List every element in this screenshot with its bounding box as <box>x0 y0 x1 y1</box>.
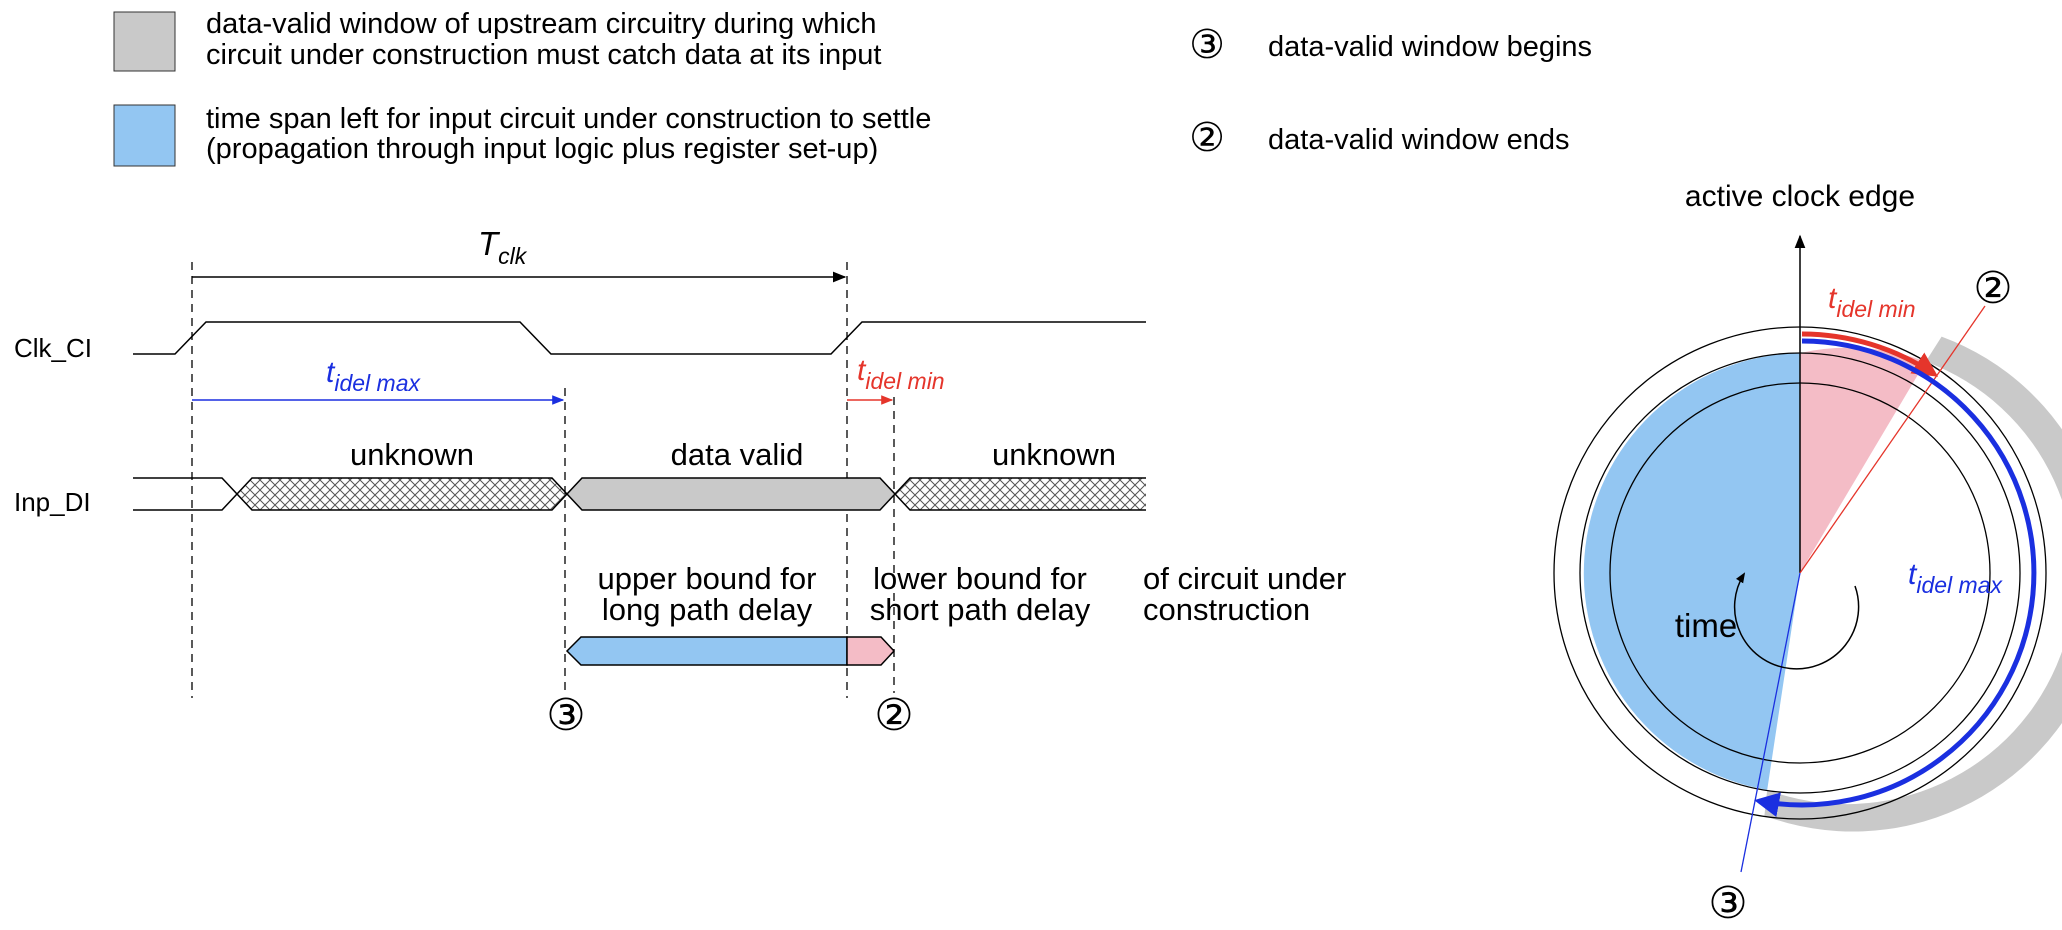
legend-marker-3-text: data-valid window begins <box>1268 31 1592 63</box>
settle-bar-blue <box>565 636 848 666</box>
circuit-label-2: construction <box>1143 592 1310 627</box>
legend-blue-text-2: (propagation through input logic plus re… <box>206 133 878 165</box>
clock-red-radial <box>1799 305 1986 574</box>
unknown-left-label: unknown <box>350 437 474 472</box>
settle-bar-pink <box>846 636 896 666</box>
legend-gray-text-1: data-valid window of upstream circuitry … <box>206 8 877 40</box>
inp-unknown-right <box>895 478 1146 510</box>
clock-diagram: active clock edge tidel min tidel max ti… <box>1553 180 2062 928</box>
clock-tmin-label: tidel min <box>1828 282 1916 322</box>
clock-pink-wedge <box>1800 347 1926 573</box>
lower-bound-label-1: lower bound for <box>873 561 1087 596</box>
clock-blue-radial <box>1740 572 1801 873</box>
legend-blue-text-1: time span left for input circuit under c… <box>206 103 931 135</box>
upper-bound-label-2: long path delay <box>602 592 813 627</box>
legend-marker-2-text: data-valid window ends <box>1268 124 1569 156</box>
legend-gray-text-2: circuit under construction must catch da… <box>206 39 881 71</box>
clock-time-label: time <box>1675 607 1737 644</box>
legend: data-valid window of upstream circuitry … <box>113 8 1592 167</box>
clk-waveform <box>133 321 1146 355</box>
upper-bound-label-1: upper bound for <box>598 561 817 596</box>
circuit-label-1: of circuit under <box>1143 561 1346 596</box>
clock-tmax-arc <box>1754 338 2037 817</box>
lower-bound-label-2: short path delay <box>870 592 1091 627</box>
legend-marker-3: ③ <box>1189 23 1225 67</box>
data-valid-label: data valid <box>671 437 804 472</box>
inp-signal-label: Inp_DI <box>14 487 91 517</box>
tmax-label: tidel max <box>326 356 421 396</box>
inp-data-valid <box>565 477 897 511</box>
timing-marker-2: ② <box>874 691 913 740</box>
tclk-label: Tclk <box>478 225 528 269</box>
clock-tmax-label: tidel max <box>1908 558 2003 598</box>
clock-tmin-arc <box>1801 331 1939 377</box>
tmin-label: tidel min <box>857 354 945 394</box>
legend-marker-2: ② <box>1189 116 1225 160</box>
inp-lead-in <box>133 477 239 511</box>
legend-blue-swatch <box>113 104 176 167</box>
timing-marker-3: ③ <box>546 691 585 740</box>
timing-waveforms: Tclk Clk_CI tidel max tidel min Inp_DI u… <box>14 225 1346 740</box>
clk-signal-label: Clk_CI <box>14 333 92 363</box>
active-clock-edge-label: active clock edge <box>1685 180 1915 213</box>
inp-unknown-right-outline <box>893 477 1146 511</box>
inp-unknown-left <box>235 477 569 511</box>
clock-marker-2: ② <box>1973 264 2012 313</box>
time-rotation-arrow <box>1733 572 1860 670</box>
unknown-right-label: unknown <box>992 437 1116 472</box>
clock-blue-sector <box>1583 353 1800 790</box>
clock-marker-3: ③ <box>1708 879 1747 928</box>
legend-gray-swatch <box>113 11 176 72</box>
